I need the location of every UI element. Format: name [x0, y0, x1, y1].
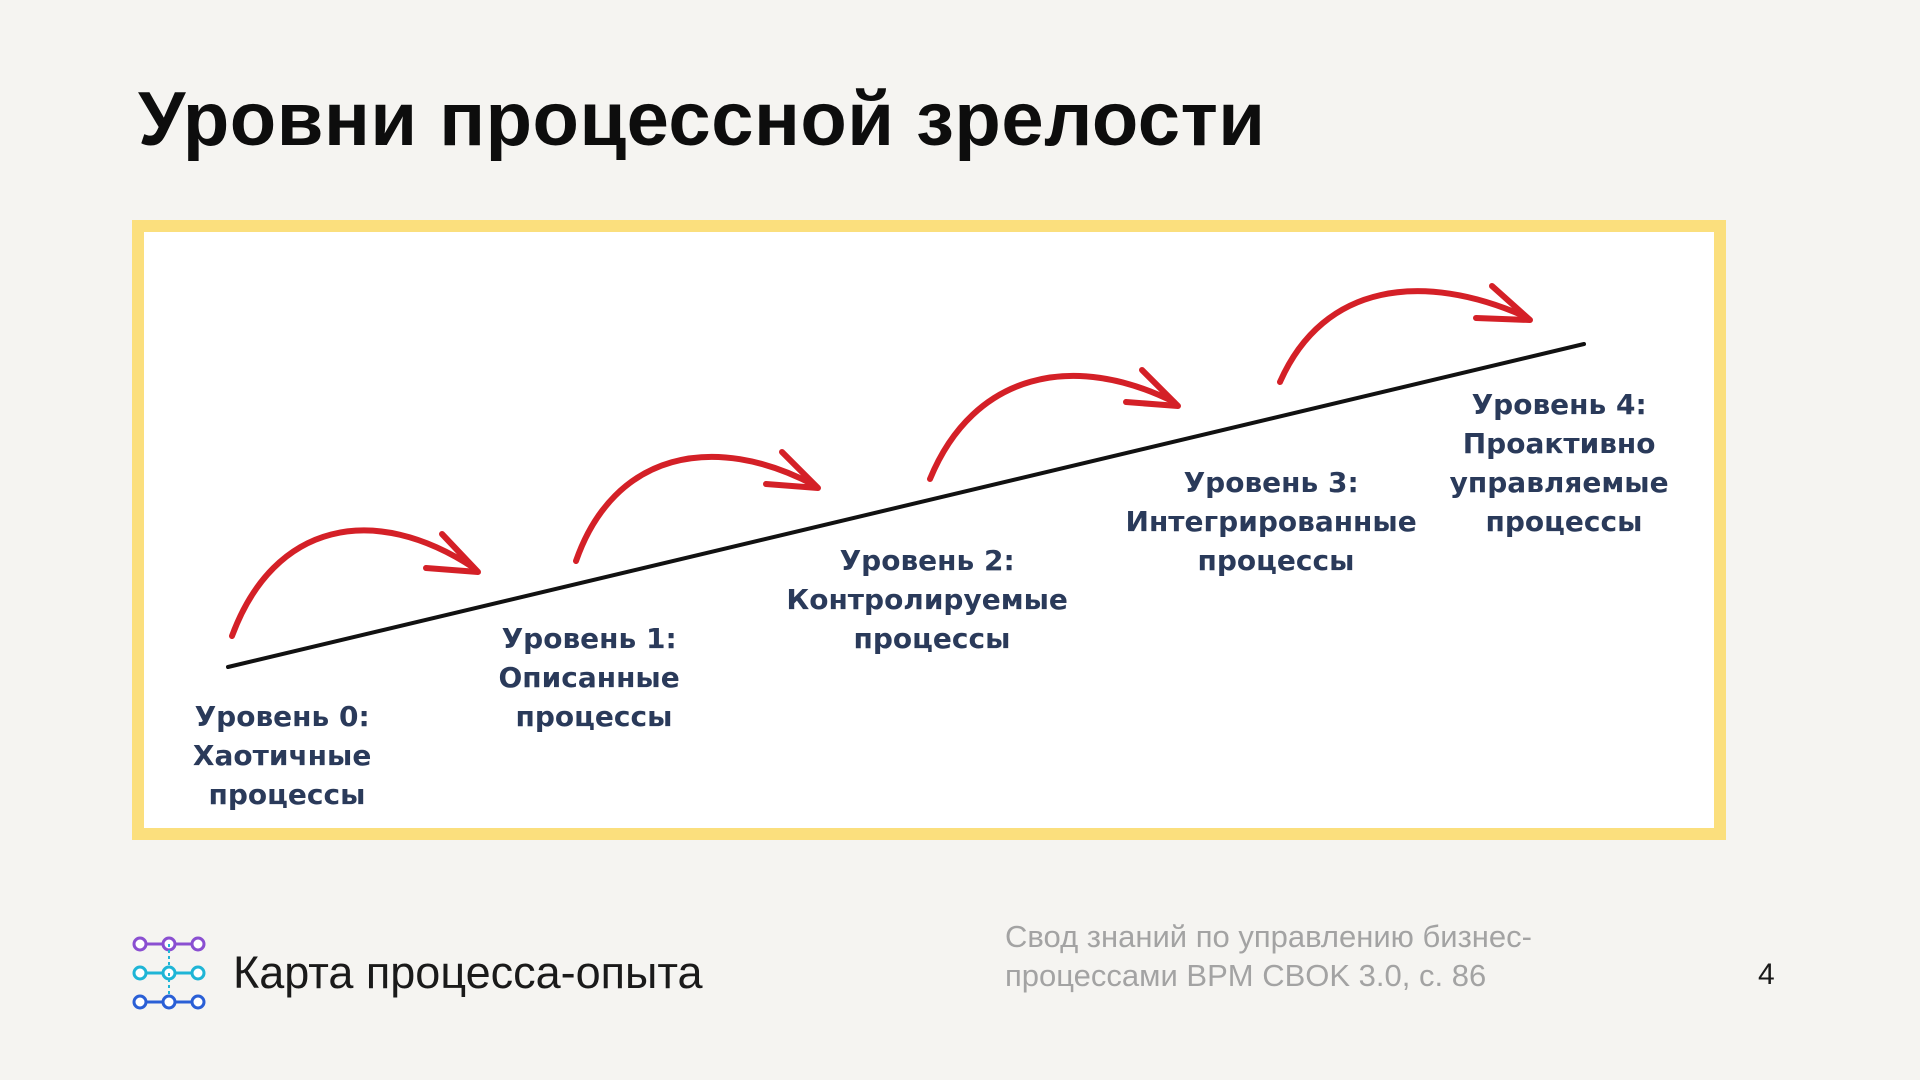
page-title: Уровни процессной зрелости [138, 77, 1266, 162]
level-label-2: Уровень 2: Контролируемые процессы [786, 544, 1077, 655]
level-label-4: Уровень 4: Проактивно управляемые процес… [1450, 388, 1679, 538]
process-map-logo-icon [132, 936, 206, 1010]
maturity-diagram: Уровень 0: Хаотичные процессы Уровень 1:… [193, 283, 1679, 811]
level-transition-arrows [229, 283, 1533, 639]
transition-arrow-0-1 [229, 527, 477, 639]
level-label-0: Уровень 0: Хаотичные процессы [193, 700, 381, 811]
brand-name: Карта процесса-опыта [233, 947, 703, 998]
transition-arrow-head-1-2 [763, 449, 821, 491]
transition-arrow-3-4 [1277, 288, 1527, 385]
page-number: 4 [1758, 958, 1775, 991]
level-label-1: Уровень 1: Описанные процессы [498, 622, 689, 733]
transition-arrow-2-3 [927, 373, 1177, 482]
source-citation: Свод знаний по управлению бизнес- процес… [1005, 917, 1625, 995]
transition-arrow-head-2-3 [1123, 367, 1181, 409]
transition-arrow-head-3-4 [1473, 283, 1533, 323]
maturity-trend-line [226, 342, 1586, 669]
level-label-3: Уровень 3: Интегрированные процессы [1126, 466, 1427, 577]
transition-arrow-head-0-1 [423, 531, 481, 575]
transition-arrow-1-2 [573, 453, 817, 564]
source-line-2: процессами BPM CBOK 3.0, с. 86 [1005, 958, 1487, 993]
source-line-1: Свод знаний по управлению бизнес- [1005, 919, 1532, 954]
diagram-frame: Уровень 0: Хаотичные процессы Уровень 1:… [132, 220, 1726, 840]
